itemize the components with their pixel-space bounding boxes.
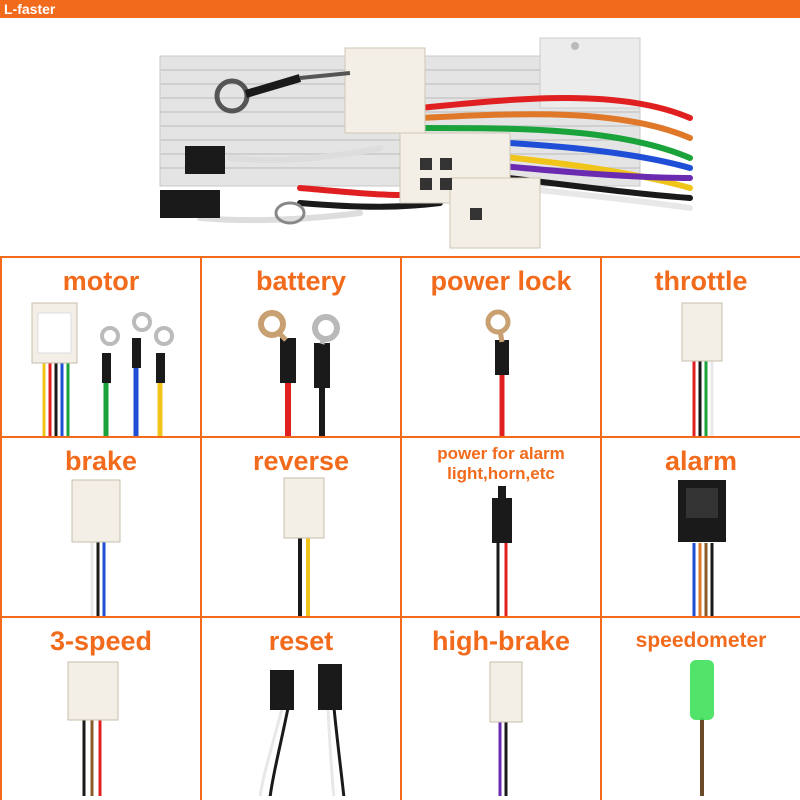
part-reset: reset — [202, 618, 402, 800]
reset-connectors-image — [258, 664, 346, 796]
part-label: brake — [64, 446, 138, 476]
brand-name: L-faster — [4, 1, 56, 17]
part-high-brake: high-brake — [402, 618, 602, 800]
part-label: power lock — [430, 266, 572, 296]
part-brake: brake — [2, 438, 202, 618]
part-label: reverse — [252, 446, 350, 476]
part-3-speed: 3-speed — [2, 618, 202, 800]
part-battery: battery — [202, 258, 402, 438]
high-brake-connector-image — [489, 661, 523, 796]
part-label: power for alarm light,horn,etc — [402, 444, 600, 484]
speedometer-connector-image — [690, 660, 714, 796]
reverse-connector-image — [283, 477, 325, 616]
parts-grid: motor battery — [0, 256, 800, 800]
part-label-line2: light,horn,etc — [447, 464, 555, 483]
part-label: battery — [255, 266, 347, 296]
part-label: high-brake — [431, 626, 571, 656]
part-alarm: alarm — [602, 438, 800, 618]
part-speedometer: speedometer — [602, 618, 800, 800]
part-label: 3-speed — [49, 626, 153, 656]
part-motor: motor — [2, 258, 202, 438]
part-label: reset — [268, 626, 334, 656]
alarm-power-connector-image — [492, 486, 512, 616]
part-label: throttle — [654, 266, 748, 296]
motor-connector-image — [31, 302, 174, 436]
throttle-connector-image — [681, 302, 723, 436]
part-throttle: throttle — [602, 258, 800, 438]
battery-terminals-image — [258, 310, 340, 436]
brake-connector-image — [71, 479, 121, 616]
brand-bar: L-faster — [0, 0, 800, 18]
part-label-line1: power for alarm — [437, 444, 565, 463]
three-speed-connector-image — [67, 661, 119, 796]
controller-photo — [159, 37, 693, 249]
part-label: alarm — [664, 446, 738, 476]
part-label: speedometer — [635, 629, 767, 652]
part-power-for-alarm: power for alarm light,horn,etc — [402, 438, 602, 618]
power-lock-terminal-image — [485, 309, 511, 436]
part-reverse: reverse — [202, 438, 402, 618]
part-power-lock: power lock — [402, 258, 602, 438]
part-label: motor — [62, 266, 140, 296]
alarm-connector-image — [678, 480, 726, 616]
